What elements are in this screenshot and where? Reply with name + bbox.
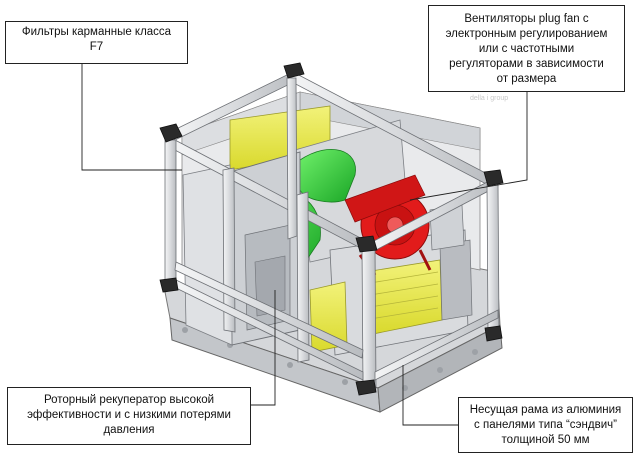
callout-plug-fans: Вентиляторы plug fan с электронным регул…	[428, 5, 625, 92]
callout-line: F7	[89, 41, 104, 53]
callout-line: эффективности и с низкими потерями	[27, 409, 231, 421]
callout-line: давления	[103, 424, 155, 436]
leader-frame	[402, 365, 458, 426]
callout-line: Фильтры карманные класса	[21, 26, 172, 38]
aluminium-frame	[164, 71, 500, 389]
callout-line: регуляторами в зависимости	[449, 58, 604, 70]
callout-pocket-filters: Фильтры карманные класса F7	[5, 21, 188, 64]
callout-rotary-recuperator: Роторный рекуператор высокой эффективнос…	[7, 387, 251, 445]
leader-rotor	[251, 290, 276, 406]
leader-fans	[409, 92, 528, 201]
leader-filters	[81, 64, 182, 171]
callout-line: Роторный рекуператор высокой	[43, 394, 215, 406]
callout-line: с панелями типа “сэндвич”	[474, 419, 617, 431]
callout-line: Вентиляторы plug fan с	[464, 13, 589, 25]
leader-lines	[81, 64, 528, 426]
callout-line: Несущая рама из алюминия	[469, 404, 622, 416]
callout-line: или с частотными	[478, 43, 575, 55]
frame-corners	[159, 62, 504, 396]
callout-aluminium-frame: Несущая рама из алюминия с панелями типа…	[458, 397, 633, 453]
callout-line: толщиной 50 мм	[501, 434, 590, 446]
callout-line: от размера	[496, 73, 557, 85]
watermark-text: della i group	[470, 95, 509, 102]
callout-line: электронным регулированием	[445, 28, 608, 40]
